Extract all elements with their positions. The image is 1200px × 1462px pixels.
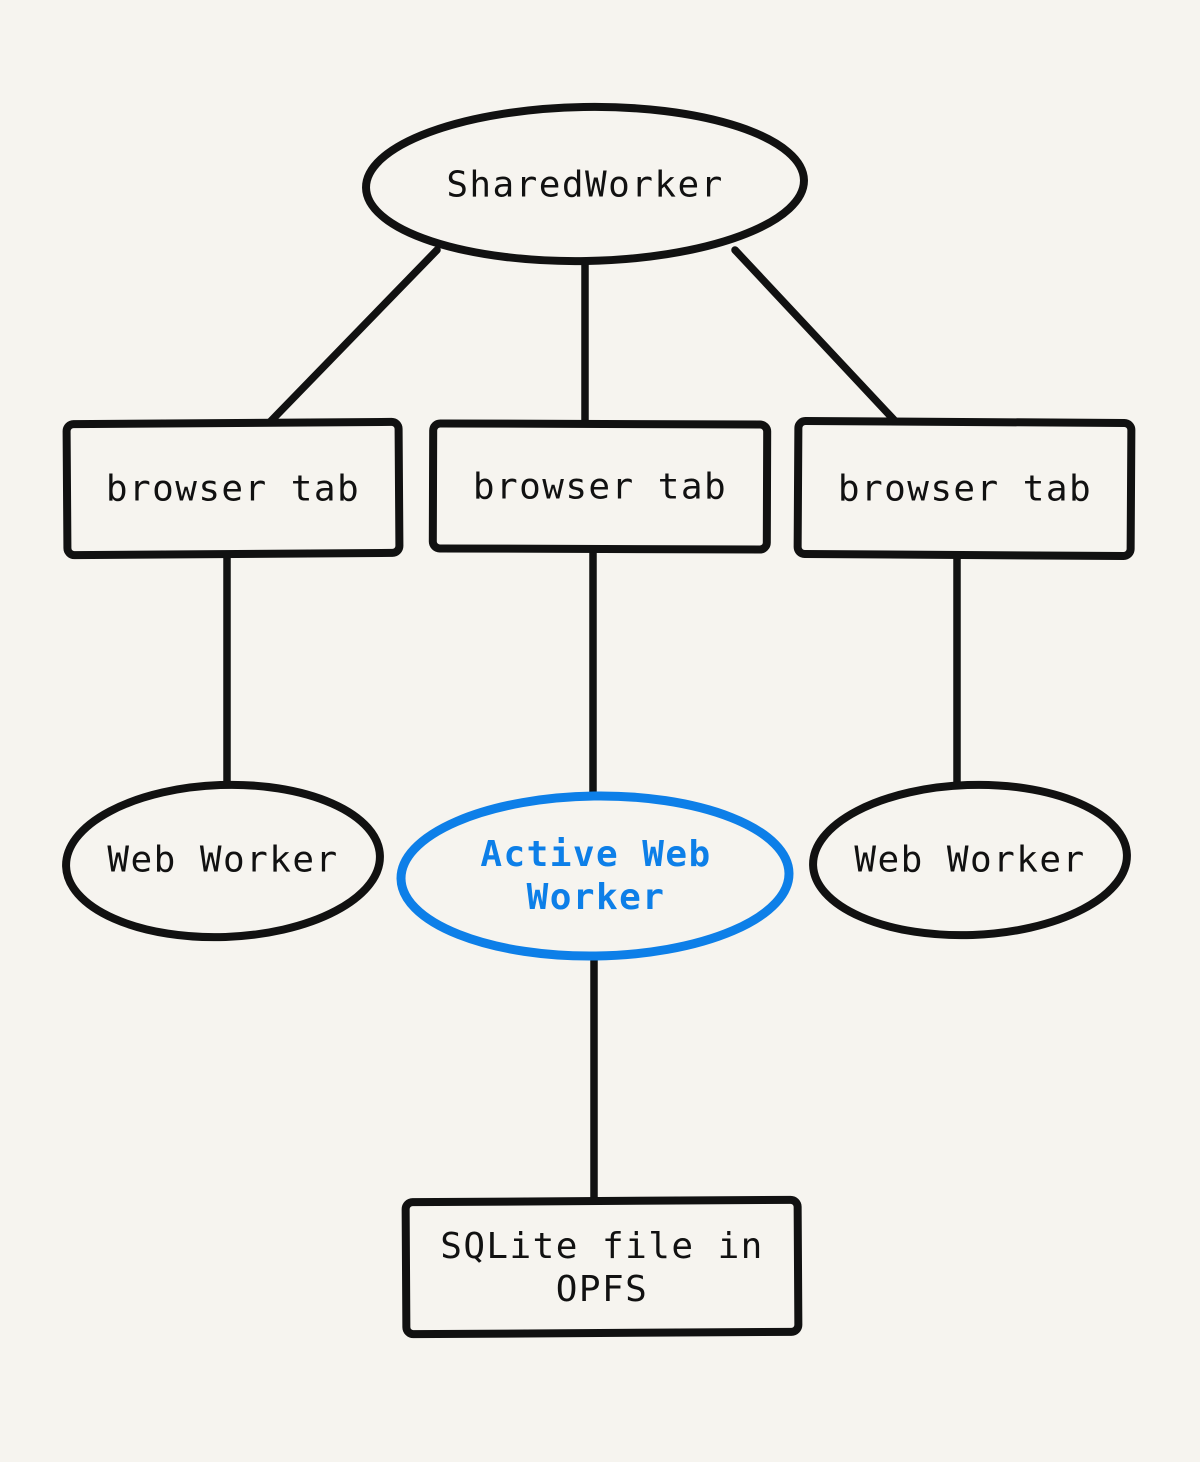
- sqlite-opfs-shape: [401, 1195, 803, 1339]
- web-worker-left-shape: [62, 780, 384, 942]
- browser-tab-center-label: browser tab: [472, 466, 728, 508]
- active-web-worker-label: Active Web Worker: [480, 833, 712, 918]
- browser-tab-right-shape: [793, 417, 1136, 560]
- browser-tab-left-label: browser tab: [105, 468, 361, 510]
- active-web-worker-shape: [396, 791, 794, 961]
- connector-sharedworker-to-tab-right: [731, 246, 900, 426]
- web-worker-right-shape: [809, 780, 1131, 940]
- sharedworker-label: SharedWorker: [446, 164, 724, 206]
- connector-sharedworker-to-tab-left: [266, 246, 441, 426]
- sqlite-opfs-label: SQLite file in OPFS: [440, 1225, 764, 1310]
- web-worker-right-label: Web Worker: [854, 839, 1086, 881]
- sharedworker-node-shape: [362, 102, 808, 266]
- browser-tab-left-shape: [62, 417, 404, 560]
- browser-tab-center-shape: [428, 419, 772, 554]
- web-worker-left-label: Web Worker: [107, 839, 339, 881]
- browser-tab-right-label: browser tab: [837, 468, 1093, 510]
